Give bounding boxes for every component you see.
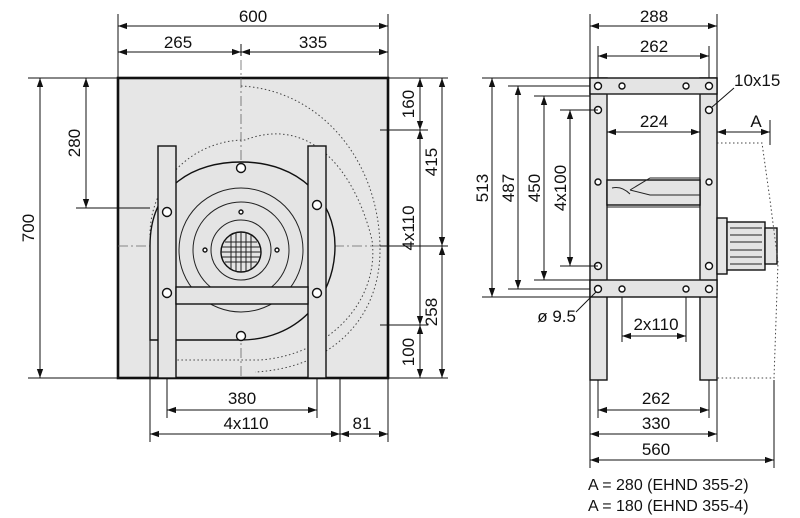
volute-outer-dotted bbox=[240, 85, 381, 373]
dim-560-label: 560 bbox=[642, 440, 670, 459]
dim-262-bottom-label: 262 bbox=[642, 389, 670, 408]
dim-487-label: 487 bbox=[499, 174, 518, 202]
side-frame-left-post bbox=[589, 77, 608, 381]
dim-160-label: 160 bbox=[399, 90, 418, 118]
note-a-280: A = 280 (EHND 355-2) bbox=[588, 477, 749, 494]
flange-hole bbox=[235, 330, 247, 342]
dim-4x110-bottom-label: 4x110 bbox=[223, 414, 268, 433]
dim-224-label: 224 bbox=[640, 112, 668, 131]
dim-4x100-label: 4x100 bbox=[551, 165, 570, 211]
flange-hole bbox=[235, 162, 247, 174]
motor-envelope-dotted bbox=[717, 142, 779, 379]
inlet-grid bbox=[220, 231, 262, 273]
dim-288-label: 288 bbox=[640, 7, 668, 26]
flange-hole bbox=[274, 247, 280, 253]
dim-450-label: 450 bbox=[525, 174, 544, 202]
side-frame-bottom-plate bbox=[589, 279, 718, 298]
right-support-column bbox=[307, 145, 327, 379]
column-hole bbox=[161, 206, 173, 218]
dim-262-top-label: 262 bbox=[640, 37, 668, 56]
cross-beam bbox=[175, 286, 309, 305]
front-view: 600 265 335 700 280 160 4x110 100 415 25… bbox=[19, 7, 448, 442]
motor-body bbox=[726, 221, 766, 271]
dim-100-label: 100 bbox=[399, 338, 418, 366]
flange-hole bbox=[202, 247, 208, 253]
dim-A-label: A bbox=[750, 112, 762, 131]
flange-hole bbox=[238, 209, 244, 215]
dim-700-label: 700 bbox=[19, 214, 38, 242]
motor-end-cap bbox=[764, 227, 778, 265]
scroll-inner-ring bbox=[178, 187, 304, 313]
motor-flange bbox=[716, 217, 728, 275]
column-hole bbox=[311, 287, 323, 299]
side-frame-top bbox=[589, 77, 718, 95]
dim-280-label: 280 bbox=[65, 129, 84, 157]
inlet-cone bbox=[629, 177, 700, 196]
dim-335-label: 335 bbox=[299, 33, 327, 52]
dim-415-label: 415 bbox=[422, 148, 441, 176]
dim-513-label: 513 bbox=[473, 174, 492, 202]
motor-flange-ring bbox=[210, 219, 272, 281]
side-frame-right-post bbox=[699, 77, 718, 381]
column-hole bbox=[311, 199, 323, 211]
impeller-curve bbox=[611, 187, 631, 195]
dim-600-label: 600 bbox=[239, 7, 267, 26]
side-view: 288 262 224 10x15 A 513 487 450 4x100 bbox=[473, 7, 780, 515]
hole-10x15-label: 10x15 bbox=[734, 71, 780, 90]
dim-4x110-vertical-label: 4x110 bbox=[399, 205, 418, 250]
dim-265-label: 265 bbox=[164, 33, 192, 52]
note-a-180: A = 180 (EHND 355-4) bbox=[588, 498, 749, 515]
dim-380-label: 380 bbox=[228, 389, 256, 408]
dim-81-label: 81 bbox=[353, 414, 372, 433]
column-hole bbox=[161, 287, 173, 299]
dim-330-label: 330 bbox=[642, 414, 670, 433]
dim-258-label: 258 bbox=[422, 298, 441, 326]
hole-d95-label: ø 9.5 bbox=[537, 307, 576, 326]
inlet-spigot bbox=[606, 179, 701, 206]
left-support-column bbox=[157, 145, 177, 379]
dim-2x110-label: 2x110 bbox=[633, 315, 678, 334]
